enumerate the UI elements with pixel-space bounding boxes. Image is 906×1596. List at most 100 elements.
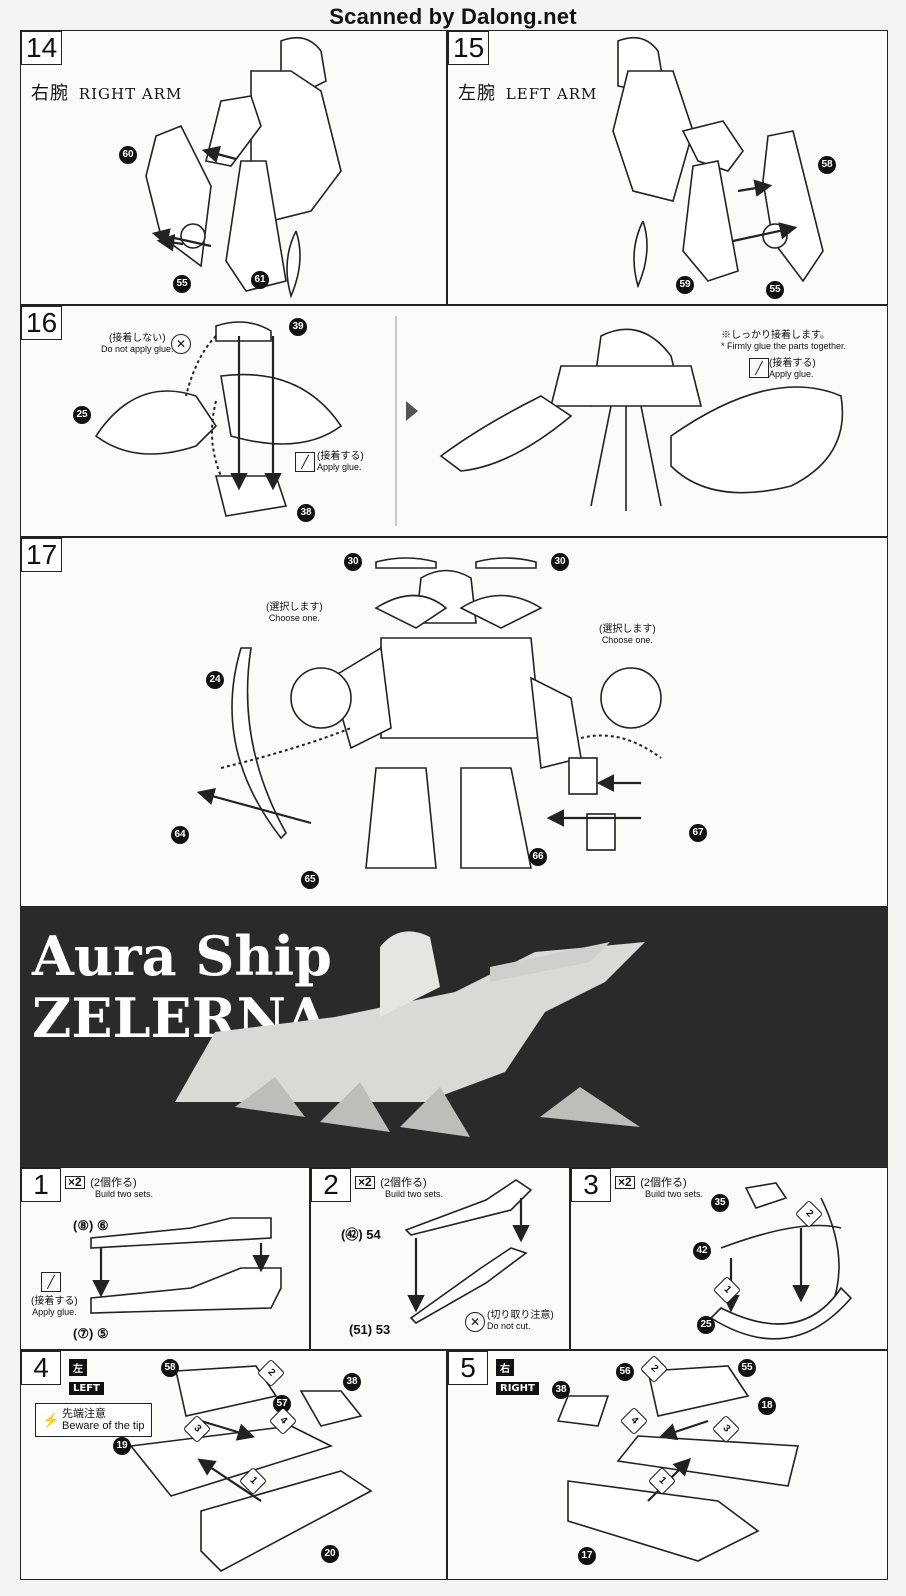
no-glue-note: (接着しない) Do not apply glue. [101,333,174,355]
apply-glue-note-2: (接着する) Apply glue. [769,358,816,380]
part-callout: 30 [551,553,569,571]
part-callout: 25 [73,406,91,424]
glue-jp: (接着する) [31,1296,78,1307]
aura-ship-banner: Aura Ship ZELERNA [20,907,888,1167]
part-callout: 58 [818,156,836,174]
choose-note-left: (選択します) Choose one. [266,602,323,624]
part-callout: 30 [344,553,362,571]
sets-en: Build two sets. [645,1189,704,1199]
part-callout: 59 [676,276,694,294]
part-label-b: (51) 53 [349,1322,390,1337]
part-callout: 17 [578,1547,596,1565]
glue-brush-icon: ╱ [749,358,769,378]
part-b: 53 [375,1322,391,1337]
step-15-panel: 15 左腕 LEFT ARM 58 59 55 [447,30,888,305]
multiplier-badge: ×2 [355,1176,375,1189]
sets-en: Build two sets. [95,1189,154,1199]
warning-icon: ⚡ [42,1412,60,1428]
glue2-en: Apply glue. [769,369,814,379]
label-en: LEFT ARM [505,85,598,103]
part-a-paren: (⑧) [73,1218,94,1233]
part-callout: 61 [251,271,269,289]
step-2-illustration [404,1179,533,1324]
step-5-illustration [556,1365,800,1562]
build-sets-note: ×2 (2個作る) Build two sets. [65,1176,153,1200]
part-label-a: (㊷) 54 [341,1224,381,1243]
part-callout: 55 [173,275,191,293]
part-a-paren: (㊷) [341,1227,363,1242]
glue-brush-icon: ╱ [295,452,315,472]
part-label-b: (⑦) ⑤ [73,1326,109,1342]
part-callout: 57 [273,1395,291,1413]
part-a: 54 [366,1227,381,1242]
part-callout: 39 [289,318,307,336]
step-number: 3 [571,1168,611,1202]
part-b-paren: (⑦) [73,1326,94,1341]
choose-note-right: (選択します) Choose one. [599,624,656,646]
sets-en: Build two sets. [385,1189,444,1199]
choose-jp: (選択します) [266,602,323,613]
label-en: RIGHT ARM [78,85,183,103]
glue-jp: (接着する) [317,451,364,462]
part-callout: 60 [119,146,137,164]
part-callout: 38 [297,504,315,522]
cut-caution-note: (切り取り注意) Do not cut. [487,1310,554,1332]
glue-brush-icon: ╱ [41,1272,61,1292]
banner-title-line1: Aura Ship [32,924,332,988]
choose-en: Choose one. [268,613,320,623]
step-number: 16 [21,306,63,340]
step-label: 左腕 LEFT ARM [458,79,597,105]
part-callout: 58 [161,1359,179,1377]
part-callout: 38 [552,1381,570,1399]
part-a: ⑥ [96,1218,109,1233]
step-number: 5 [448,1351,488,1385]
part-callout: 55 [766,281,784,299]
label-jp: 左腕 [458,83,496,104]
part-b-paren: (51) [349,1322,373,1337]
part-b: ⑤ [96,1326,109,1341]
step-3-panel: 3 ×2 (2個作る) Build two sets. 35 42 25 2 1 [570,1167,888,1350]
side-en: RIGHT [496,1382,539,1395]
part-label-a: (⑧) ⑥ [73,1218,109,1234]
apply-glue-note: (接着する) Apply glue. [317,451,364,473]
part-callout: 55 [738,1359,756,1377]
multiplier-badge: ×2 [615,1176,635,1189]
firm-glue-jp: ※しっかり接着します。 [721,330,830,341]
warn-jp: 先端注意 [62,1408,106,1420]
part-callout: 42 [693,1242,711,1260]
step-number: 4 [21,1351,61,1385]
part-callout: 20 [321,1545,339,1563]
firm-glue-note: ※しっかり接着します。 * Firmly glue the parts toge… [721,330,846,352]
side-badge: 左 LEFT [69,1357,104,1395]
step-number: 15 [448,31,490,65]
side-jp: 左 [69,1359,87,1376]
part-callout: 66 [529,848,547,866]
step-1-illustration [90,1217,282,1314]
zelerna-ship-image [175,931,645,1137]
step-4-panel: 4 左 LEFT ⚡ 先端注意 Beware of the tip 58 57 … [20,1350,447,1580]
step-4-illustration [129,1365,373,1572]
step-16-panel: 16 (接着しない) Do not apply glue. ✕ (接着する) A… [20,305,888,537]
build-sets-note: ×2 (2個作る) Build two sets. [355,1176,443,1200]
part-callout: 67 [689,824,707,842]
part-callout: 38 [343,1373,361,1391]
firm-glue-en: * Firmly glue the parts together. [721,341,847,351]
step-17-illustration [196,557,662,869]
step-1-panel: 1 ×2 (2個作る) Build two sets. (⑧) ⑥ (⑦) ⑤ … [20,1167,310,1350]
glue-en: Apply glue. [32,1307,77,1317]
label-jp: 右腕 [31,83,69,104]
scan-credit: Scanned by Dalong.net [329,4,577,29]
part-callout: 56 [616,1363,634,1381]
side-jp: 右 [496,1359,514,1376]
glue2-jp: (接着する) [769,358,816,369]
no-glue-jp: (接着しない) [108,333,166,344]
step-3-illustration [709,1182,853,1340]
apply-glue-note: (接着する) Apply glue. [31,1296,78,1318]
part-callout: 18 [758,1397,776,1415]
step-16-illustration [94,316,844,526]
glue-en: Apply glue. [317,462,362,472]
part-callout: 24 [206,671,224,689]
choose2-en: Choose one. [601,635,653,645]
side-en: LEFT [69,1382,104,1395]
cut-jp: (切り取り注意) [487,1310,554,1321]
